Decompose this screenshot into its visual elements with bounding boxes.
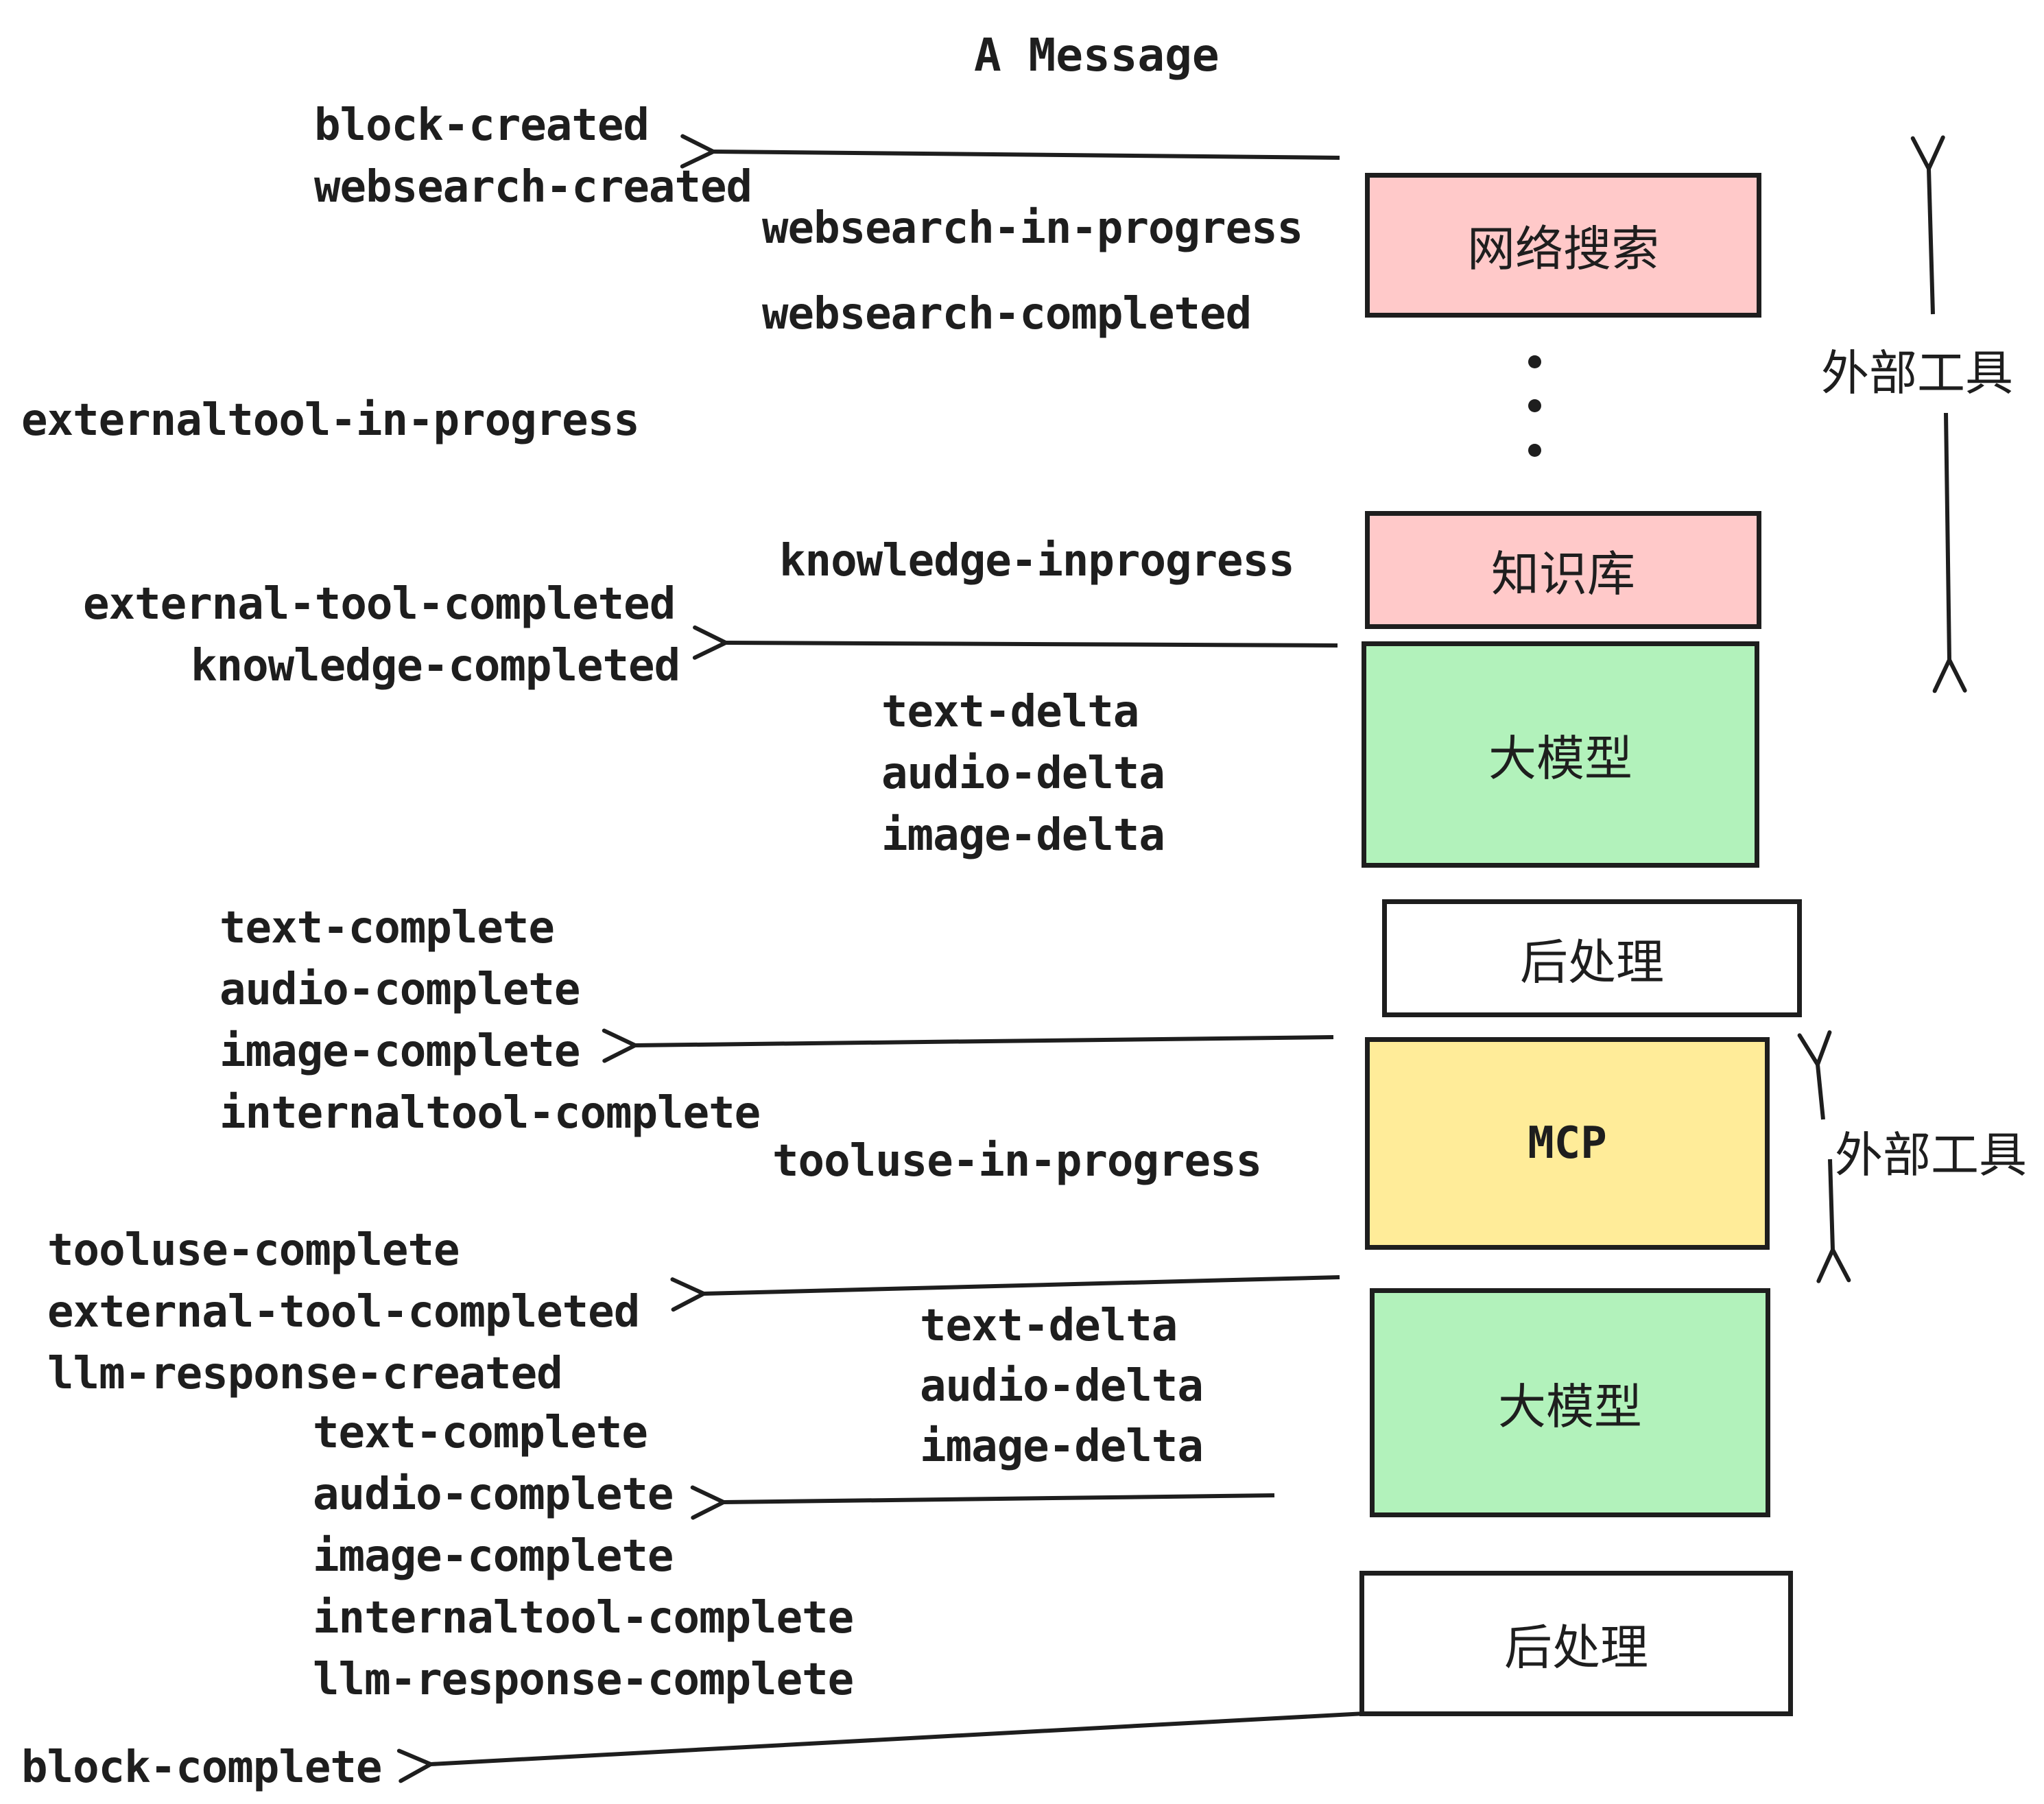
ellipsis-dot-1: [1528, 355, 1541, 368]
node-post-processing-1: 后处理: [1382, 899, 1802, 1017]
event-label-internaltool-complete-1: internaltool-complete: [219, 1088, 761, 1139]
node-mcp: MCP: [1365, 1037, 1770, 1250]
event-label-knowledge-completed: knowledge-completed: [191, 641, 680, 691]
node-mcp-label: MCP: [1528, 1118, 1607, 1169]
event-label-audio-delta-2: audio-delta: [920, 1361, 1204, 1412]
event-label-websearch-completed: websearch-completed: [762, 289, 1252, 340]
arrow-to-block-created: [680, 134, 1340, 169]
event-label-llm-response-created: llm-response-created: [47, 1349, 563, 1399]
event-label-websearch-in-progress: websearch-in-progress: [762, 203, 1303, 254]
external-tools-arrow-up-top: [1910, 135, 1945, 315]
event-label-block-complete: block-complete: [21, 1742, 382, 1793]
external-tools-label-top: 外部工具: [1821, 346, 2013, 400]
node-llm-1: 大模型: [1362, 641, 1759, 868]
event-label-externaltool-in-progress: externaltool-in-progress: [21, 395, 640, 446]
node-knowledge-base-label: 知识库: [1491, 547, 1635, 601]
node-llm-2-label: 大模型: [1498, 1379, 1642, 1434]
node-websearch: 网络搜索: [1365, 173, 1761, 318]
event-label-tooluse-complete: tooluse-complete: [47, 1225, 460, 1276]
event-label-audio-delta-1: audio-delta: [881, 748, 1165, 799]
event-label-external-tool-completed-2: external-tool-completed: [47, 1287, 640, 1338]
event-label-websearch-created: websearch-created: [314, 162, 752, 213]
ellipsis-dot-3: [1528, 444, 1541, 457]
event-label-text-complete-2: text-complete: [313, 1408, 648, 1458]
node-post-processing-2-label: 后处理: [1504, 1620, 1648, 1674]
node-post-processing-1-label: 后处理: [1520, 935, 1664, 989]
event-label-image-delta-1: image-delta: [881, 810, 1165, 861]
arrow-to-knowledge-completed: [692, 625, 1338, 660]
external-tools-arrow-down-top: [1932, 412, 1967, 693]
event-label-llm-response-complete: llm-response-complete: [313, 1654, 854, 1705]
event-label-text-delta-1: text-delta: [881, 687, 1139, 737]
node-llm-2: 大模型: [1370, 1288, 1770, 1517]
event-label-audio-complete-1: audio-complete: [219, 964, 580, 1015]
external-tools-arrow-up-mcp: [1797, 1030, 1832, 1120]
event-label-text-delta-2: text-delta: [920, 1301, 1178, 1351]
event-label-text-complete-1: text-complete: [219, 903, 555, 953]
event-label-image-complete-2: image-complete: [313, 1531, 674, 1582]
arrow-to-image-complete: [602, 1028, 1334, 1063]
event-label-internaltool-complete-2: internaltool-complete: [313, 1593, 854, 1643]
event-label-audio-complete-2: audio-complete: [313, 1469, 674, 1520]
diagram-title: A Message: [974, 29, 1220, 82]
node-knowledge-base: 知识库: [1365, 511, 1761, 629]
arrow-to-audio-complete: [690, 1485, 1275, 1520]
node-websearch-label: 网络搜索: [1467, 222, 1659, 276]
event-label-block-created: block-created: [314, 100, 650, 151]
event-label-knowledge-inprogress: knowledge-inprogress: [779, 536, 1295, 586]
event-label-external-tool-completed-1: external-tool-completed: [83, 579, 676, 630]
event-label-tooluse-in-progress: tooluse-in-progress: [772, 1136, 1262, 1187]
ellipsis-dot-2: [1528, 399, 1541, 412]
node-post-processing-2: 后处理: [1359, 1571, 1793, 1716]
event-label-image-complete-1: image-complete: [219, 1026, 580, 1077]
node-llm-1-label: 大模型: [1488, 731, 1632, 785]
arrow-to-tooluse-complete: [670, 1275, 1340, 1312]
event-label-image-delta-2: image-delta: [920, 1421, 1204, 1472]
arrow-to-block-complete: [396, 1711, 1366, 1783]
external-tools-label-mcp: 外部工具: [1835, 1128, 2027, 1182]
external-tools-arrow-down-mcp: [1816, 1159, 1851, 1283]
